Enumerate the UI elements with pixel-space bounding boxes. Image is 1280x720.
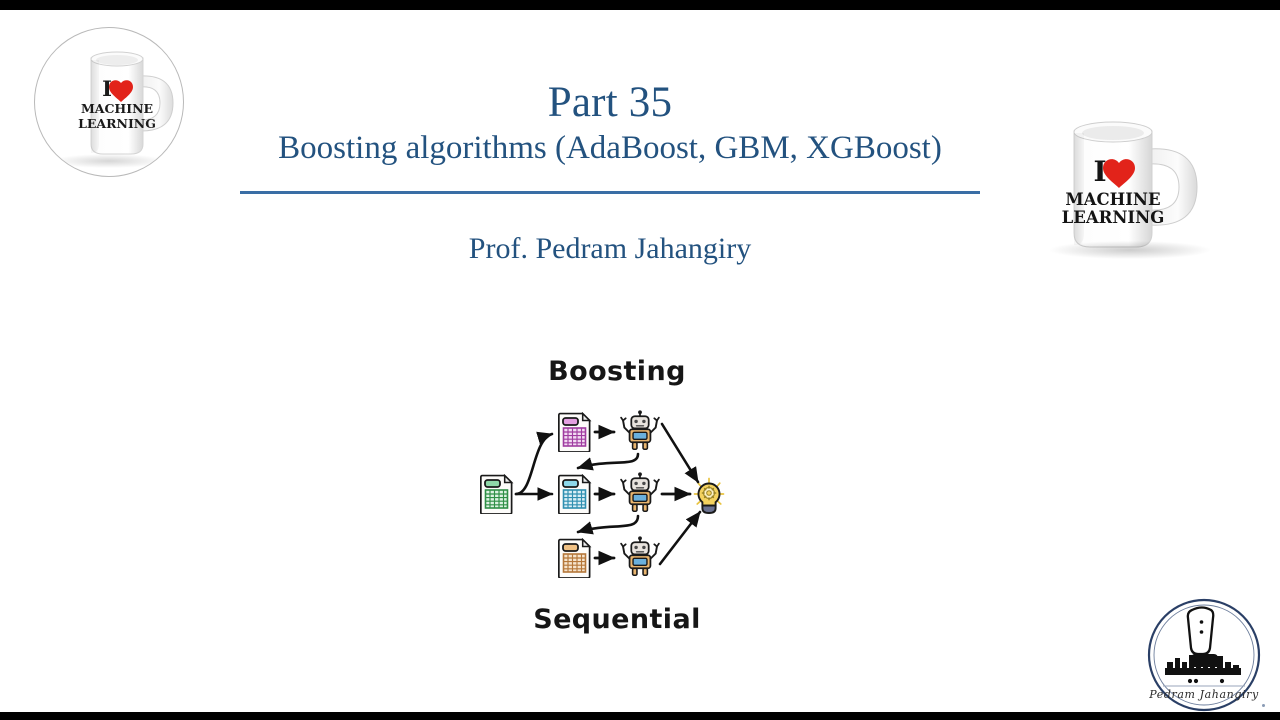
arrow-stage-1-robot-to-output: [660, 422, 700, 484]
stage-2-dataset-icon: [558, 474, 591, 514]
slide-canvas: I MACHINE LEARNING: [0, 10, 1280, 712]
presenter-name: Prof. Pedram Jahangiry: [468, 232, 752, 265]
title-divider: [240, 191, 980, 194]
svg-text:LEARNING: LEARNING: [78, 116, 156, 131]
arrow-source-to-stage-1: [514, 431, 554, 496]
arrow-stage-3-robot-to-output: [658, 510, 702, 566]
mug-icon: I MACHINE LEARNING: [35, 28, 183, 176]
mug-shadow: [1050, 241, 1210, 259]
page-subtitle: Boosting algorithms (AdaBoost, GBM, XGBo…: [278, 130, 942, 167]
mug-shadow: [53, 154, 165, 168]
stage-1-robot-icon: [620, 410, 660, 451]
stage-3-dataset-icon: [558, 538, 591, 578]
diagram-footer-label: Sequential: [533, 604, 701, 635]
signature-name: Pedram Jahangiry: [1148, 688, 1259, 701]
boosting-diagram: Boosting: [462, 348, 772, 648]
title-block: Part 35 Boosting algorithms (AdaBoost, G…: [190, 79, 1030, 168]
mug-logo-left: I MACHINE LEARNING: [34, 27, 184, 177]
svg-text:I: I: [102, 76, 112, 101]
svg-text:MACHINE: MACHINE: [1065, 190, 1160, 209]
mug-icon: I MACHINE LEARNING: [1042, 113, 1232, 265]
svg-text:I: I: [1093, 155, 1106, 188]
diagram-title: Boosting: [548, 356, 686, 387]
letterbox-top-bar: [0, 0, 1280, 10]
signature-accent-dot: [1262, 704, 1265, 707]
arrow-stage-2-robot-to-stage-3-dataset: [576, 514, 640, 535]
signature-seal-icon: Pedram Jahangiry: [1145, 596, 1263, 712]
stage-2-robot-icon: [620, 472, 660, 513]
svg-text:LEARNING: LEARNING: [1062, 208, 1165, 227]
letterbox-bottom-bar: [0, 712, 1280, 720]
mug-logo-right: I MACHINE LEARNING: [1042, 113, 1232, 265]
output-lightbulb-gear-icon: [693, 477, 725, 514]
stage-3-robot-icon: [620, 536, 660, 577]
page-title: Part 35: [547, 79, 673, 126]
stage-1-dataset-icon: [558, 412, 591, 452]
diagram-canvas: [480, 410, 725, 578]
source-dataset-icon: [480, 474, 513, 514]
svg-text:MACHINE: MACHINE: [81, 101, 153, 116]
arrow-stage-1-robot-to-stage-2-dataset: [576, 452, 640, 471]
